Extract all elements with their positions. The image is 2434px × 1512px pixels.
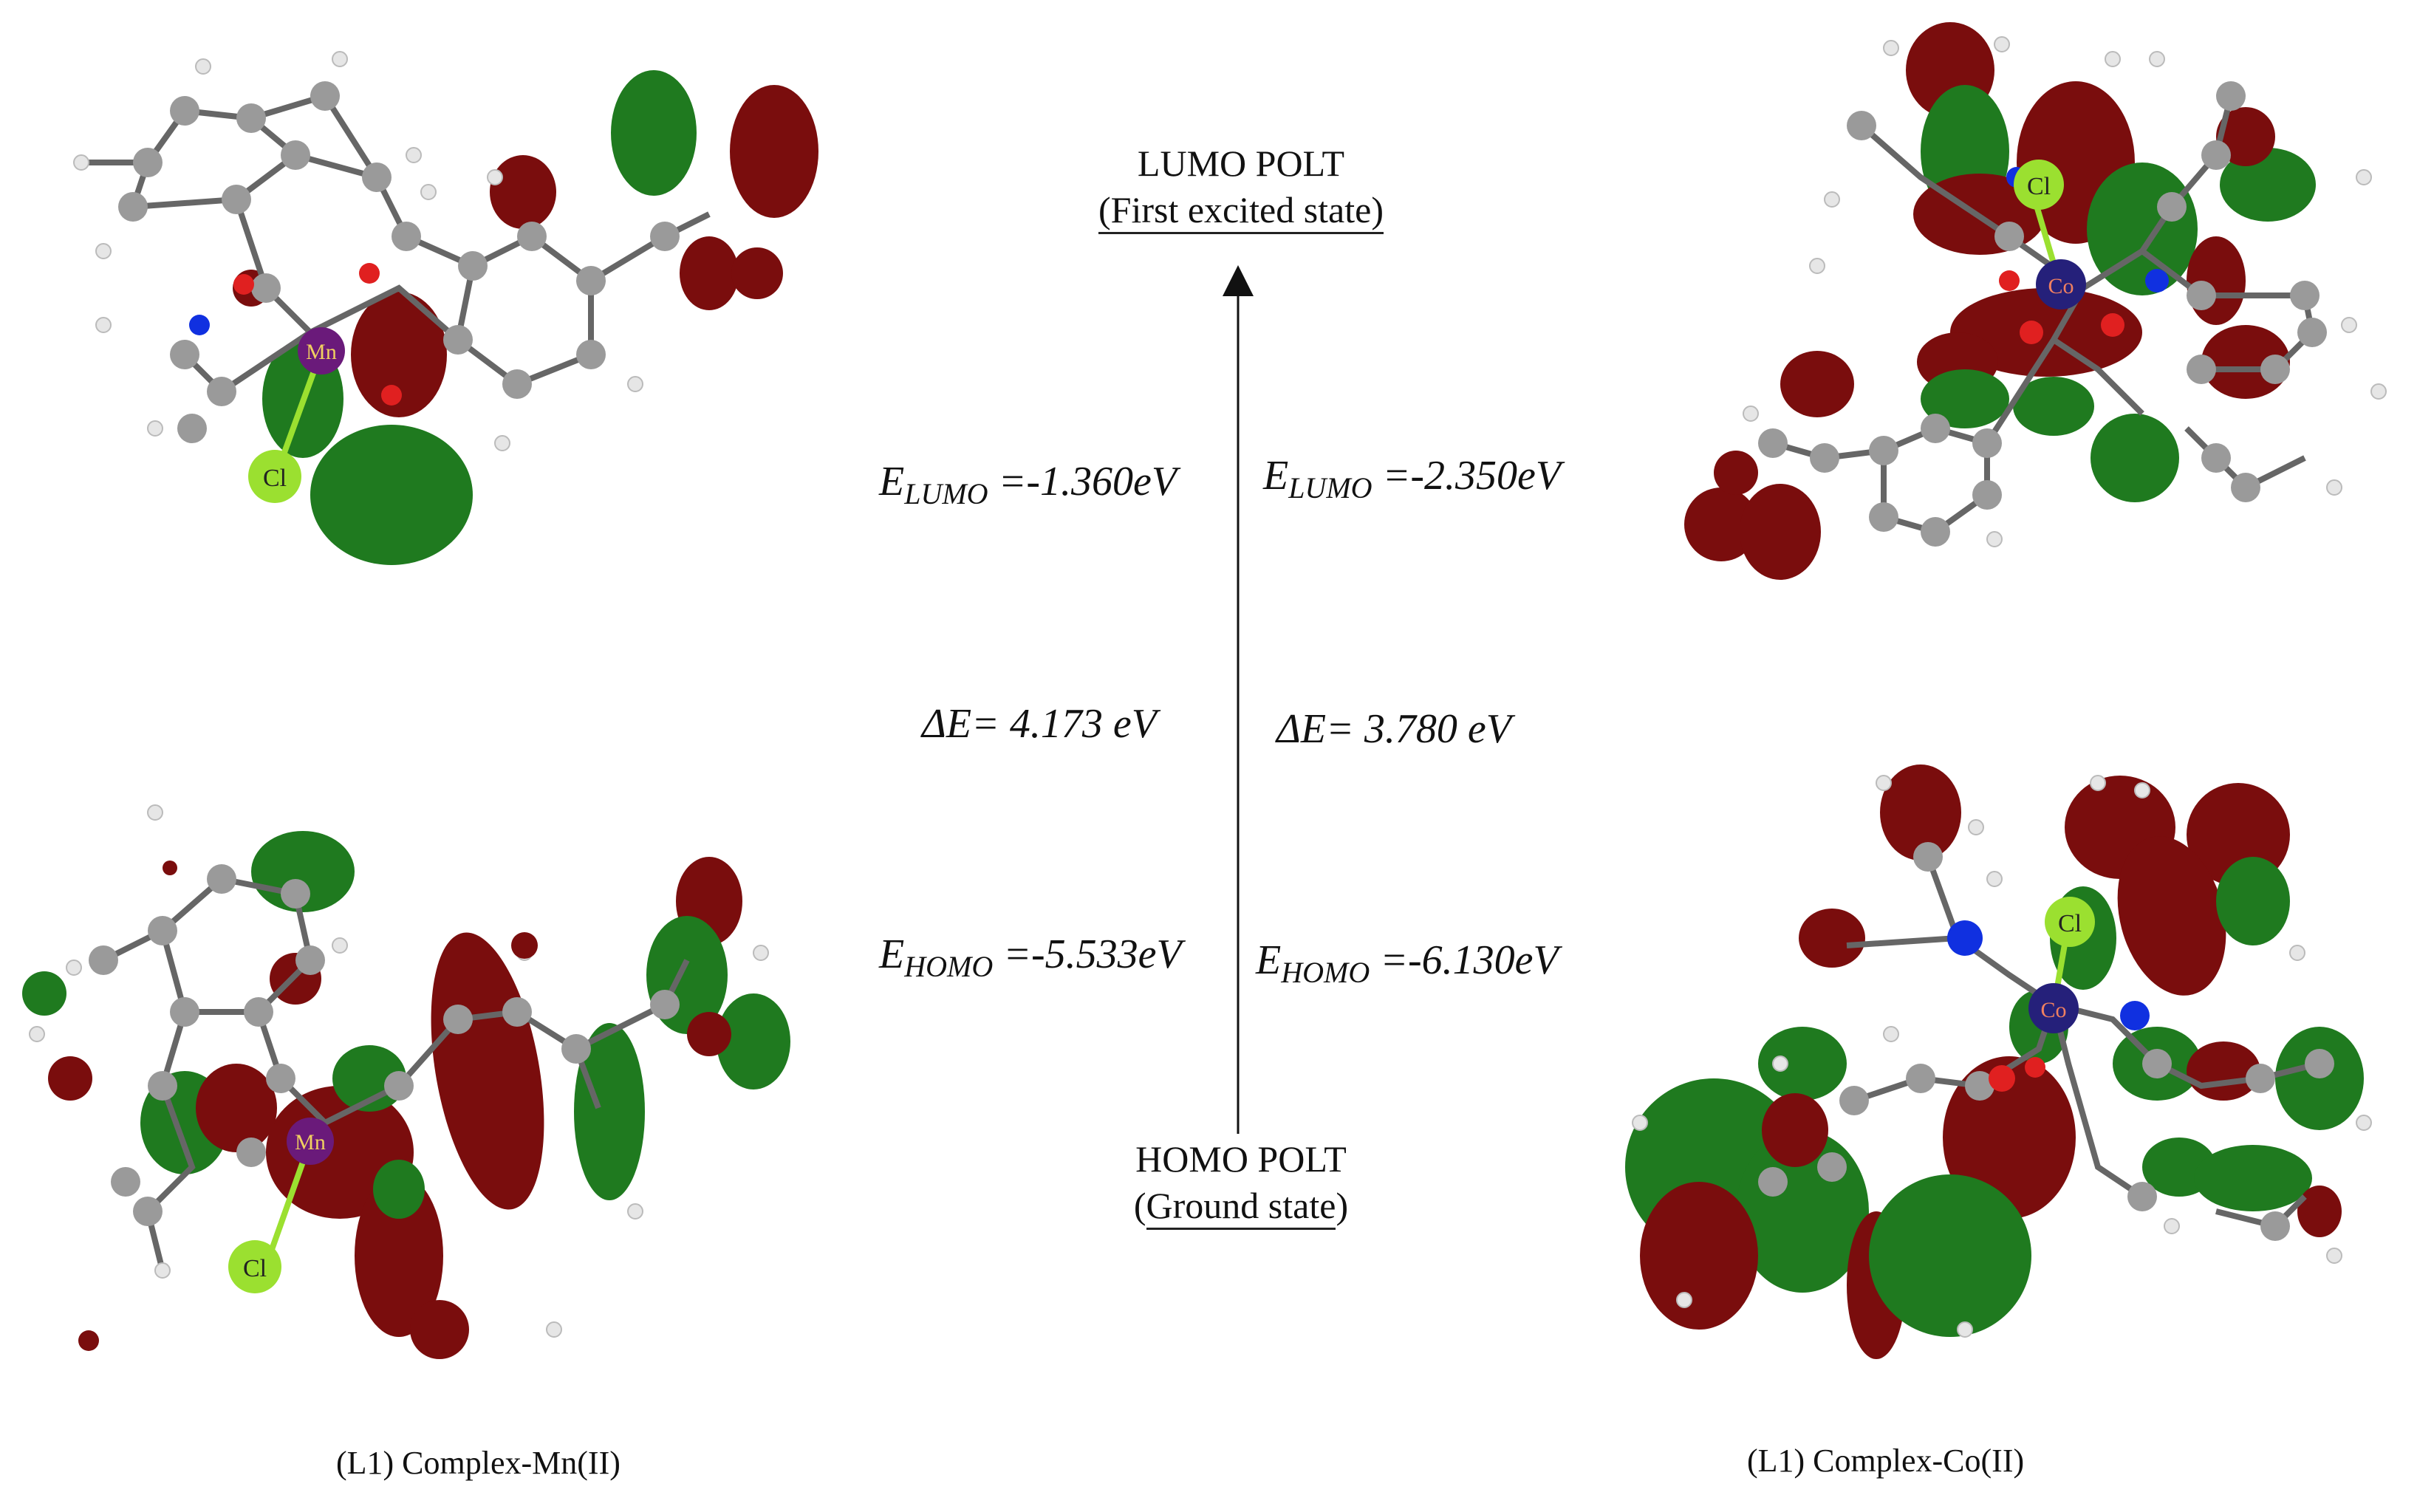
co-lumo-energy: ELUMO =-2.350eV [1263, 453, 1562, 504]
co-homo-energy: EHOMO =-6.130eV [1256, 937, 1559, 989]
svg-text:Cl: Cl [2027, 173, 2051, 200]
homo-title: HOMO POLT (Ground state) [1049, 1136, 1433, 1230]
svg-text:Co: Co [2040, 998, 2066, 1022]
mn-homo-energy: EHOMO =-5.533eV [879, 931, 1182, 983]
lobe [1799, 909, 1865, 968]
lobe [355, 1174, 443, 1337]
lobe [410, 1300, 469, 1359]
mn-lumo-orbital-render: Mn Cl [73, 51, 818, 565]
lobe [1762, 1093, 1828, 1167]
lobe [1869, 1174, 2031, 1337]
lobe [2194, 1145, 2312, 1211]
lobe [1780, 351, 1854, 417]
lobe [431, 932, 544, 1210]
co-homo-orbital-render: Co Cl [1625, 764, 2372, 1359]
lobe [2216, 857, 2290, 945]
lobe [687, 1012, 731, 1056]
lobe [1684, 488, 1758, 561]
svg-text:Mn: Mn [295, 1130, 326, 1154]
lobe [1921, 369, 2009, 428]
lobe [373, 1160, 425, 1219]
lobe [490, 155, 556, 229]
homo-subtitle: (Ground state) [1049, 1183, 1433, 1230]
svg-text:Cl: Cl [243, 1255, 267, 1282]
svg-text:Co: Co [2048, 274, 2074, 298]
co-caption: (L1) Complex-Co(II) [1747, 1443, 2025, 1479]
svg-text:Cl: Cl [263, 465, 287, 492]
lobe [1640, 1182, 1758, 1330]
lobe [680, 236, 739, 310]
mn-lumo-energy: ELUMO =-1.360eV [879, 459, 1177, 510]
lobe [717, 993, 790, 1089]
lobe [2216, 107, 2275, 166]
lobe [310, 425, 473, 565]
lobe [2297, 1186, 2342, 1237]
lobe [1740, 484, 1821, 580]
lobe [48, 1056, 92, 1101]
lobe [730, 85, 818, 218]
lobe [574, 1023, 645, 1200]
co-gap: ΔE= 3.780 eV [1276, 706, 1511, 752]
lobe [351, 292, 447, 417]
lumo-subtitle: (First excited state) [1098, 188, 1384, 234]
lobe [2187, 236, 2246, 325]
lobe [1714, 451, 1758, 495]
lobe [22, 971, 66, 1016]
lobe [1758, 1027, 1847, 1101]
lumo-title: LUMO POLT (First excited state) [1049, 140, 1433, 234]
lobe [2091, 414, 2179, 502]
svg-text:Mn: Mn [306, 340, 337, 364]
mn-gap: ΔE= 4.173 eV [922, 701, 1157, 747]
lobe [196, 1064, 277, 1152]
lobe [1880, 764, 1961, 861]
lobe [731, 247, 783, 299]
lobe [611, 70, 697, 196]
lobe [2220, 148, 2316, 222]
lobe [2013, 377, 2094, 436]
co-lumo-orbital-render: Co Cl [1684, 22, 2387, 580]
lobe [2117, 836, 2226, 996]
mn-caption: (L1) Complex-Mn(II) [336, 1445, 621, 1481]
mn-homo-orbital-render: Mn Cl [22, 804, 790, 1359]
svg-text:Cl: Cl [2058, 910, 2082, 937]
lobe [1950, 288, 2142, 377]
